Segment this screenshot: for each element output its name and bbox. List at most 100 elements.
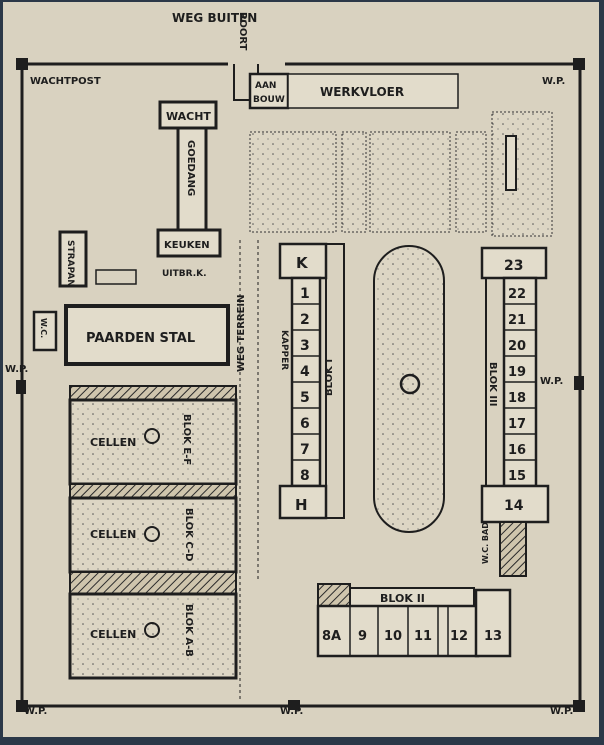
block-cd-label: BLOK C-D xyxy=(183,508,194,561)
block-ef-wall xyxy=(69,385,237,401)
toilet-bath xyxy=(499,521,527,577)
horse-stable xyxy=(64,304,230,366)
guard-post-label: WACHTPOST xyxy=(30,76,101,87)
blok1-room-2: 2 xyxy=(300,312,310,328)
blok2-room-8a: 8A xyxy=(322,629,341,644)
garden-plot-4 xyxy=(455,131,487,233)
blok2-room-13-label: 13 xyxy=(484,629,502,644)
blok3-room-20: 20 xyxy=(508,339,526,354)
blok3-room-16: 16 xyxy=(508,443,526,458)
kitchen-label: KEUKEN xyxy=(164,240,210,251)
garden-plot-3 xyxy=(369,131,451,233)
horse-stable-label: PAARDEN STAL xyxy=(86,331,195,346)
blok1-room-5: 5 xyxy=(300,390,310,406)
kitchen xyxy=(156,228,222,258)
cells-block-ef xyxy=(68,398,238,486)
watchpost-label-se: W.P. xyxy=(550,706,573,717)
blok1-room-3: 3 xyxy=(300,338,310,354)
blok3-room-23-label: 23 xyxy=(504,258,523,274)
blok3-room-23 xyxy=(480,246,548,280)
well-ef xyxy=(144,428,160,444)
watchpost-label-s: W.P. xyxy=(280,706,303,717)
blok1-room-8: 8 xyxy=(300,468,310,484)
outer-fence xyxy=(20,62,582,708)
block-cd-wall xyxy=(69,483,237,499)
blok1-room-6: 6 xyxy=(300,416,310,432)
blok3-corridor xyxy=(485,277,505,487)
blok3-room-17: 17 xyxy=(508,417,526,432)
blok2-room-12: 12 xyxy=(450,629,468,644)
extension-label-2: BOUW xyxy=(253,95,285,105)
blok2-room-9: 9 xyxy=(358,629,367,644)
watchpost-label-w: W.P. xyxy=(5,364,28,375)
blok2-room-11: 11 xyxy=(414,629,432,644)
blok1-corridor xyxy=(325,243,345,519)
block-ef-label: BLOK E-F xyxy=(181,414,192,465)
cells-block-cd xyxy=(68,496,238,574)
well-cd xyxy=(144,526,160,542)
blok1-room-7: 7 xyxy=(300,442,310,458)
well-ab xyxy=(144,622,160,638)
extension-label-1: AAN xyxy=(255,81,276,91)
cells-label-ef: CELLEN xyxy=(90,436,136,449)
punishment-cell-label: STRAPAN xyxy=(65,240,75,287)
central-fountain xyxy=(399,373,421,395)
blok1-room-h xyxy=(278,484,328,520)
gate-label: POORT xyxy=(237,12,248,51)
cells-label-ab: CELLEN xyxy=(90,628,136,641)
blok1-room-4: 4 xyxy=(300,364,310,380)
barber-label: KAPPER xyxy=(279,330,289,370)
block-ab-label: BLOK A-B xyxy=(183,604,194,657)
toilet-block xyxy=(32,310,58,352)
guardhouse xyxy=(158,100,218,130)
watchpost-label-sw: W.P. xyxy=(24,706,47,717)
blok1-room-h-label: H xyxy=(295,496,308,514)
blok3-label: BLOK III xyxy=(487,362,498,407)
blok1-room-1: 1 xyxy=(300,286,310,302)
blok2-room-dividers xyxy=(349,606,449,656)
blok2-room-13 xyxy=(474,588,512,658)
kitchen-annex-label: UITBR.K. xyxy=(162,269,207,279)
garden-plot-5 xyxy=(491,111,553,237)
blok2-rooms xyxy=(316,604,480,658)
blok3-room-dividers xyxy=(504,303,536,461)
side-watchpost-e xyxy=(574,376,584,390)
side-watchpost-w xyxy=(16,380,26,394)
watchpost-label-e: W.P. xyxy=(540,376,563,387)
blok3-room-21: 21 xyxy=(508,313,526,328)
blok2-label: BLOK II xyxy=(380,592,425,605)
corner-watchpost-ne xyxy=(573,58,585,70)
road-outside-label: WEG BUITEN xyxy=(172,11,257,25)
blok3-room-18: 18 xyxy=(508,391,526,406)
road-terrain-label: WEG TERREIN xyxy=(236,294,247,372)
blok1-room-dividers xyxy=(292,303,320,461)
punishment-cell xyxy=(58,230,88,288)
garden-plot-2 xyxy=(341,131,367,233)
blok3-room-19: 19 xyxy=(508,365,526,380)
gate-wall-left xyxy=(233,64,250,101)
central-garden xyxy=(373,245,445,533)
blok3-room-22: 22 xyxy=(508,287,526,302)
corner-watchpost-se xyxy=(573,700,585,712)
work-floor xyxy=(287,73,459,109)
blok1-room-k-label: K xyxy=(296,254,309,272)
block-ab-wall xyxy=(69,571,237,595)
side-watchpost-s xyxy=(288,700,300,710)
corner-watchpost-nw xyxy=(16,58,28,70)
annex-window xyxy=(95,269,137,285)
blok2-room-10: 10 xyxy=(384,629,402,644)
garden-plot-1 xyxy=(249,131,337,233)
guardhouse-label: WACHT xyxy=(166,110,211,123)
work-floor-label: WERKVLOER xyxy=(320,85,404,99)
toilet-bath-label: W.C. BAD xyxy=(481,522,490,564)
goods-store-label: GOEDANG xyxy=(185,140,196,196)
watchpost-label-ne: W.P. xyxy=(542,76,565,87)
blok3-room-14-label: 14 xyxy=(504,498,524,514)
garden-shed xyxy=(505,135,517,191)
goods-store xyxy=(176,126,208,232)
toilet-label: W.C. xyxy=(39,318,48,338)
corner-watchpost-sw xyxy=(16,700,28,712)
cells-label-cd: CELLEN xyxy=(90,528,136,541)
